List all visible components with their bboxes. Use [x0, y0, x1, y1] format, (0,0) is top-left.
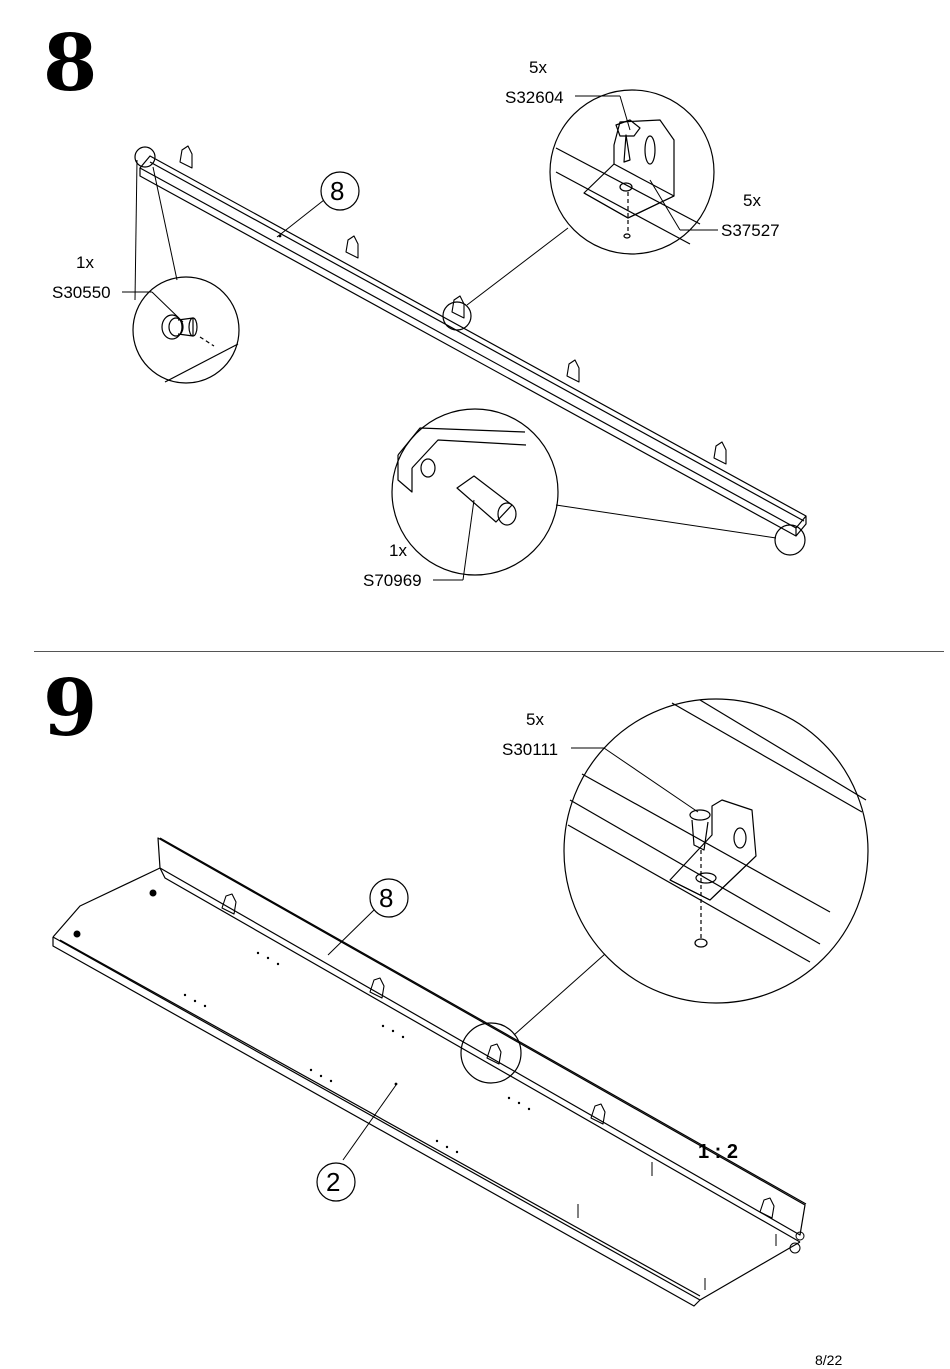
mounted-brackets: [221, 893, 775, 1219]
detail-circle-bracket: [549, 89, 715, 255]
page-number: 8/22: [815, 1352, 843, 1368]
detail-marker-dowel: [134, 146, 156, 168]
qty-s30111: 5x: [526, 710, 544, 729]
detail-circle-s70969: [391, 408, 559, 576]
part-circle-8-step8: [320, 171, 360, 211]
detail-marker-bracket: [442, 301, 472, 331]
part-circle-8-step9: [369, 878, 409, 918]
step-divider: [34, 651, 944, 652]
part-circle-2-step9: [316, 1162, 356, 1202]
code-s30111: S30111: [502, 740, 559, 759]
qty-s30550: 1x: [76, 253, 94, 272]
hole-dots: [73, 234, 531, 1154]
detail-circle-s30111: [563, 698, 869, 1004]
qty-s37527: 5x: [743, 191, 761, 210]
code-s32604: S32604: [505, 88, 564, 107]
rail-brackets: [179, 145, 727, 465]
code-s37527: S37527: [721, 221, 780, 240]
code-s30550: S30550: [52, 283, 111, 302]
part-label-8-step8: 8: [330, 176, 345, 206]
shelf-fittings: [577, 1162, 805, 1290]
part-label-8-step9: 8: [379, 883, 394, 913]
step-number-8: 8: [43, 18, 97, 109]
code-s70969: S70969: [363, 571, 422, 590]
step-number-9: 9: [43, 663, 97, 754]
shelf-part-2: [52, 867, 801, 1307]
detail-circle-s30550: [132, 276, 240, 384]
rail-part-8-mounted: [157, 837, 807, 1243]
qty-s70969: 1x: [389, 541, 407, 560]
detail-marker-pin: [774, 524, 806, 556]
scale-ratio: 1 : 2: [698, 1141, 739, 1163]
rail-part-8: [139, 155, 807, 537]
detail-marker-s30111: [460, 1022, 522, 1084]
part-label-2-step9: 2: [326, 1167, 341, 1197]
qty-s32604: 5x: [529, 58, 547, 77]
